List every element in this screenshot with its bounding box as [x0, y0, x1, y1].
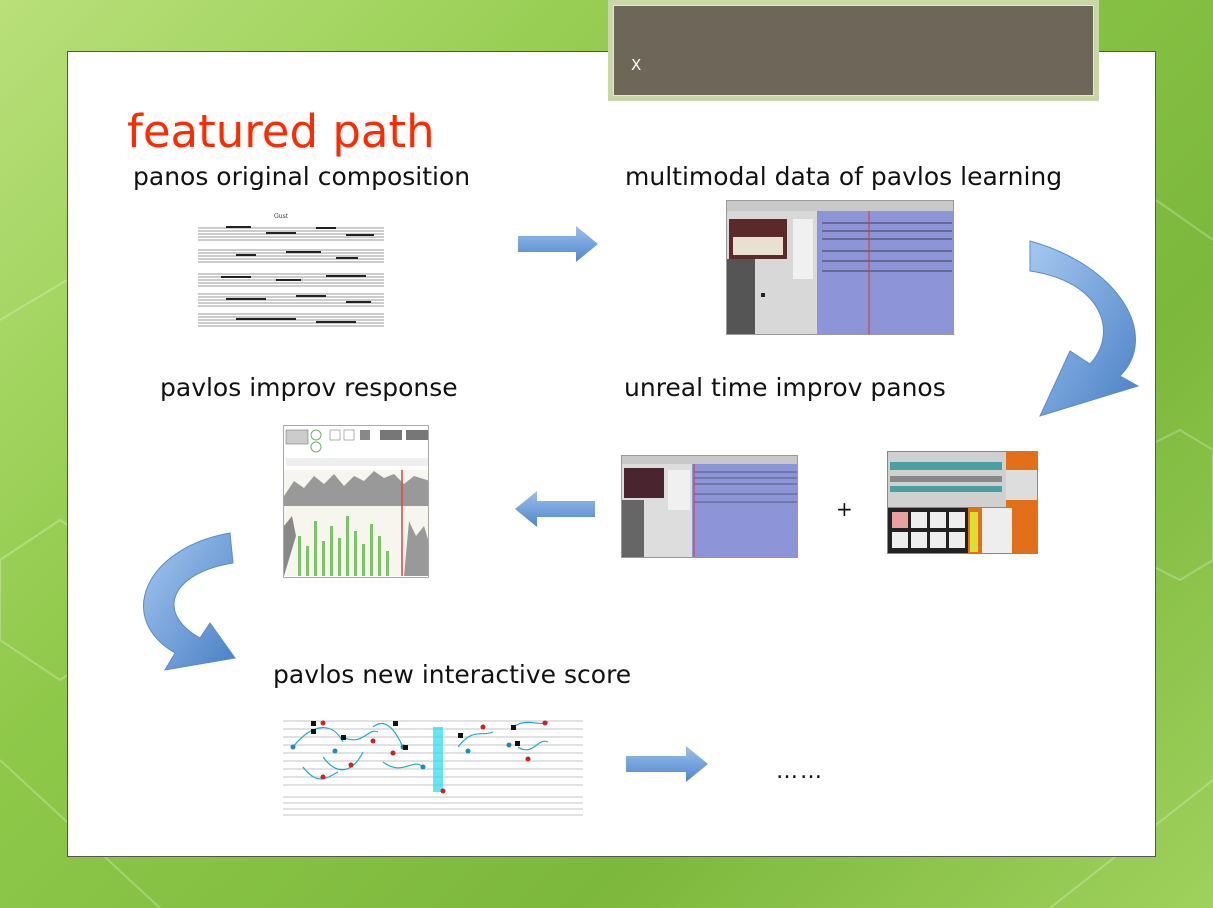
header-tab: X — [608, 0, 1099, 101]
step-label-improv-response: pavlos improv response — [160, 373, 458, 402]
step-label-unreal-time: unreal time improv panos — [624, 373, 946, 402]
plus-sign: + — [836, 497, 853, 521]
svg-text:Gust: Gust — [274, 213, 289, 220]
curved-arrow-icon — [1029, 240, 1140, 417]
header-tab-inner: X — [613, 5, 1094, 96]
step-label-composition: panos original composition — [133, 162, 471, 191]
right-arrow-icon — [626, 746, 708, 782]
curved-arrow-icon — [143, 532, 236, 671]
right-arrow-icon — [518, 226, 598, 262]
step-label-multimodal: multimodal data of pavlos learning — [625, 162, 1063, 191]
close-label[interactable]: X — [631, 56, 642, 74]
sheet-music-thumbnail: Gust — [196, 206, 388, 338]
pad-controller-thumbnail — [887, 451, 1038, 554]
multimodal-app-thumbnail — [726, 200, 954, 335]
improv-response-thumbnail — [283, 425, 429, 578]
slide-title: featured path — [127, 105, 435, 159]
step-label-interactive-score: pavlos new interactive score — [273, 660, 632, 689]
unreal-time-app-thumbnail — [621, 455, 798, 558]
continuation-ellipsis: …… — [776, 759, 824, 784]
left-arrow-icon — [515, 491, 595, 527]
interactive-score-thumbnail — [283, 717, 586, 820]
